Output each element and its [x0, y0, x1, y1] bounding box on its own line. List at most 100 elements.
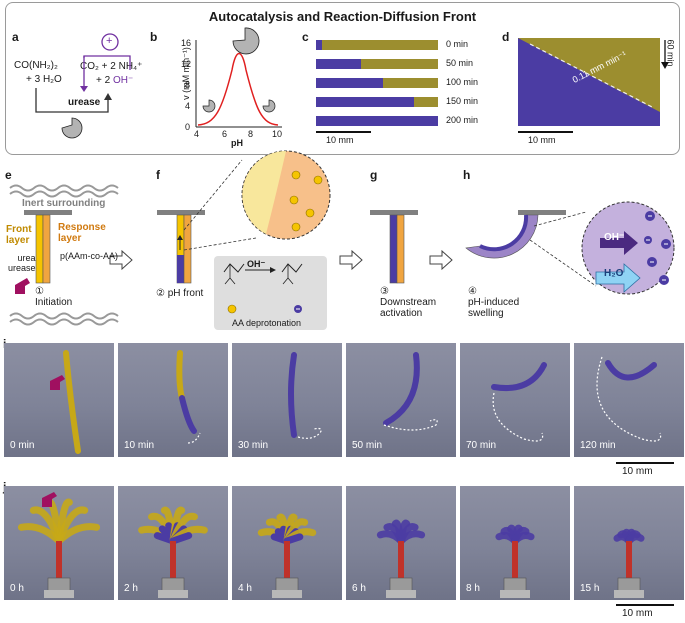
ytick-8: 8 — [185, 80, 191, 90]
panel-a-schema — [35, 33, 131, 139]
front-bar-time: 0 min — [446, 39, 469, 49]
panel-d-scale-x-label: 10 mm — [528, 135, 556, 145]
front-bar-fill — [316, 97, 414, 107]
step-1-label: Initiation — [35, 297, 73, 308]
flower-time-label: 15 h — [580, 583, 600, 594]
panel-b-xlabel: pH — [231, 138, 243, 148]
panel-label-h: h — [463, 168, 471, 182]
front-bar-time: 200 min — [446, 115, 479, 125]
strip-time-label: 120 min — [580, 440, 616, 451]
front-bar-time: 100 min — [446, 77, 479, 87]
figure-title: Autocatalysis and Reaction-Diffusion Fro… — [208, 9, 477, 24]
panel-i-scalebar — [616, 462, 674, 464]
panel-c-scale-label: 10 mm — [326, 135, 354, 145]
xtick-6: 6 — [222, 129, 228, 139]
reactant-water: + 3 H₂O — [26, 74, 62, 85]
strip-time-label: 70 min — [466, 440, 497, 451]
step-4-label: pH-induced swelling — [468, 297, 520, 319]
xtick-8: 8 — [248, 129, 254, 139]
autocatalysis-plus-circle — [101, 33, 119, 51]
strip-time-label: 30 min — [238, 440, 269, 451]
reactant-urea: CO(NH₂)₂ — [14, 60, 58, 71]
panel-label-f: f — [156, 168, 160, 182]
panel-label-c: c — [302, 30, 309, 44]
strip-time-label: 50 min — [352, 440, 383, 451]
h-water-label: H₂O — [604, 268, 624, 279]
front-bar-fill — [316, 40, 323, 50]
step-3-label: Downstream activation — [380, 297, 437, 319]
panel-d-kymograph — [518, 38, 660, 126]
pacman-peak-icon — [232, 27, 260, 55]
front-bar — [316, 59, 438, 69]
panel-label-a: a — [12, 30, 19, 44]
panel-label-e: e — [5, 168, 12, 182]
product-hydroxide: + 2 OH⁻ — [96, 75, 134, 86]
panel-j-scalebar — [616, 604, 674, 606]
panel-i-scale-label: 10 mm — [622, 466, 653, 477]
flower-time-label: 2 h — [124, 583, 138, 594]
flower-photo: 6 h — [346, 486, 456, 600]
water-arrow — [595, 263, 641, 293]
top-summary-frame — [5, 2, 680, 155]
schematic-drawing — [9, 150, 675, 330]
step-2-label: ② pH front — [156, 288, 204, 299]
flower-photo: 4 h — [232, 486, 342, 600]
front-bar-time: 150 min — [446, 96, 479, 106]
flower-time-label: 0 h — [10, 583, 24, 594]
panel-label-d: d — [502, 30, 510, 44]
plus-sign: + — [106, 35, 113, 47]
front-bar-time: 50 min — [446, 58, 474, 68]
front-bar-fill — [316, 78, 384, 88]
strip-photo: 120 min — [574, 343, 684, 457]
reaction-arrow — [35, 88, 109, 113]
activity-curve — [197, 52, 279, 126]
strip-photo: 50 min — [346, 343, 456, 457]
panel-d-scalebar-x — [518, 131, 573, 133]
xtick-4: 4 — [194, 129, 200, 139]
strip-photo: 10 min — [118, 343, 228, 457]
front-bar-fill — [316, 116, 438, 126]
aa-deprotonation-label: AA deprotonation — [232, 318, 302, 328]
h-hydroxide-label: OH⁻ — [604, 232, 625, 243]
panel-j-scale-label: 10 mm — [622, 608, 653, 619]
strip-photo: 30 min — [232, 343, 342, 457]
ytick-4: 4 — [185, 101, 191, 111]
front-bar — [316, 78, 438, 88]
ytick-12: 12 — [181, 59, 192, 69]
hydroxide-arrow — [600, 231, 638, 255]
pacman-right-icon — [262, 99, 276, 113]
panel-label-b: b — [150, 30, 158, 44]
flower-photo: 15 h — [574, 486, 684, 600]
step-3-number: ③ — [380, 286, 389, 297]
front-bar — [316, 97, 438, 107]
product-co2-nh4: CO₂ + 2 NH₄⁺ — [80, 61, 143, 72]
flower-photo: 0 h — [4, 486, 114, 600]
polymer-label: p(AAm-co-AA) — [60, 251, 119, 261]
hydroxide-reaction-label: OH⁻ — [247, 259, 266, 269]
flower-time-label: 6 h — [352, 583, 366, 594]
flower-photo: 8 h — [460, 486, 570, 600]
strip-photo: 70 min — [460, 343, 570, 457]
flower-photo: 2 h — [118, 486, 228, 600]
inert-surrounding-label: Inert surrounding — [22, 198, 106, 209]
flower-time-label: 8 h — [466, 583, 480, 594]
step-4-number: ④ — [468, 286, 477, 297]
strip-time-label: 0 min — [10, 440, 35, 451]
panel-d-time-arrow — [661, 40, 669, 69]
response-layer-label: Response layer — [58, 222, 106, 244]
strip-photo: 0 min — [4, 343, 114, 457]
front-bar — [316, 40, 438, 50]
pacman-left-icon — [202, 99, 216, 113]
front-bar-fill — [316, 59, 362, 69]
feedback-arrow — [83, 55, 131, 88]
hand-pointer-icon — [15, 278, 30, 294]
panel-c-scalebar — [316, 131, 371, 133]
flower-time-label: 4 h — [238, 583, 252, 594]
ytick-0: 0 — [185, 122, 191, 132]
catalyst-label: urease — [68, 97, 101, 108]
urease-pacman-icon — [61, 117, 83, 139]
xtick-10: 10 — [272, 129, 283, 139]
step-1-number: ① — [35, 286, 44, 297]
ytick-16: 16 — [181, 38, 192, 48]
front-bar — [316, 116, 438, 126]
